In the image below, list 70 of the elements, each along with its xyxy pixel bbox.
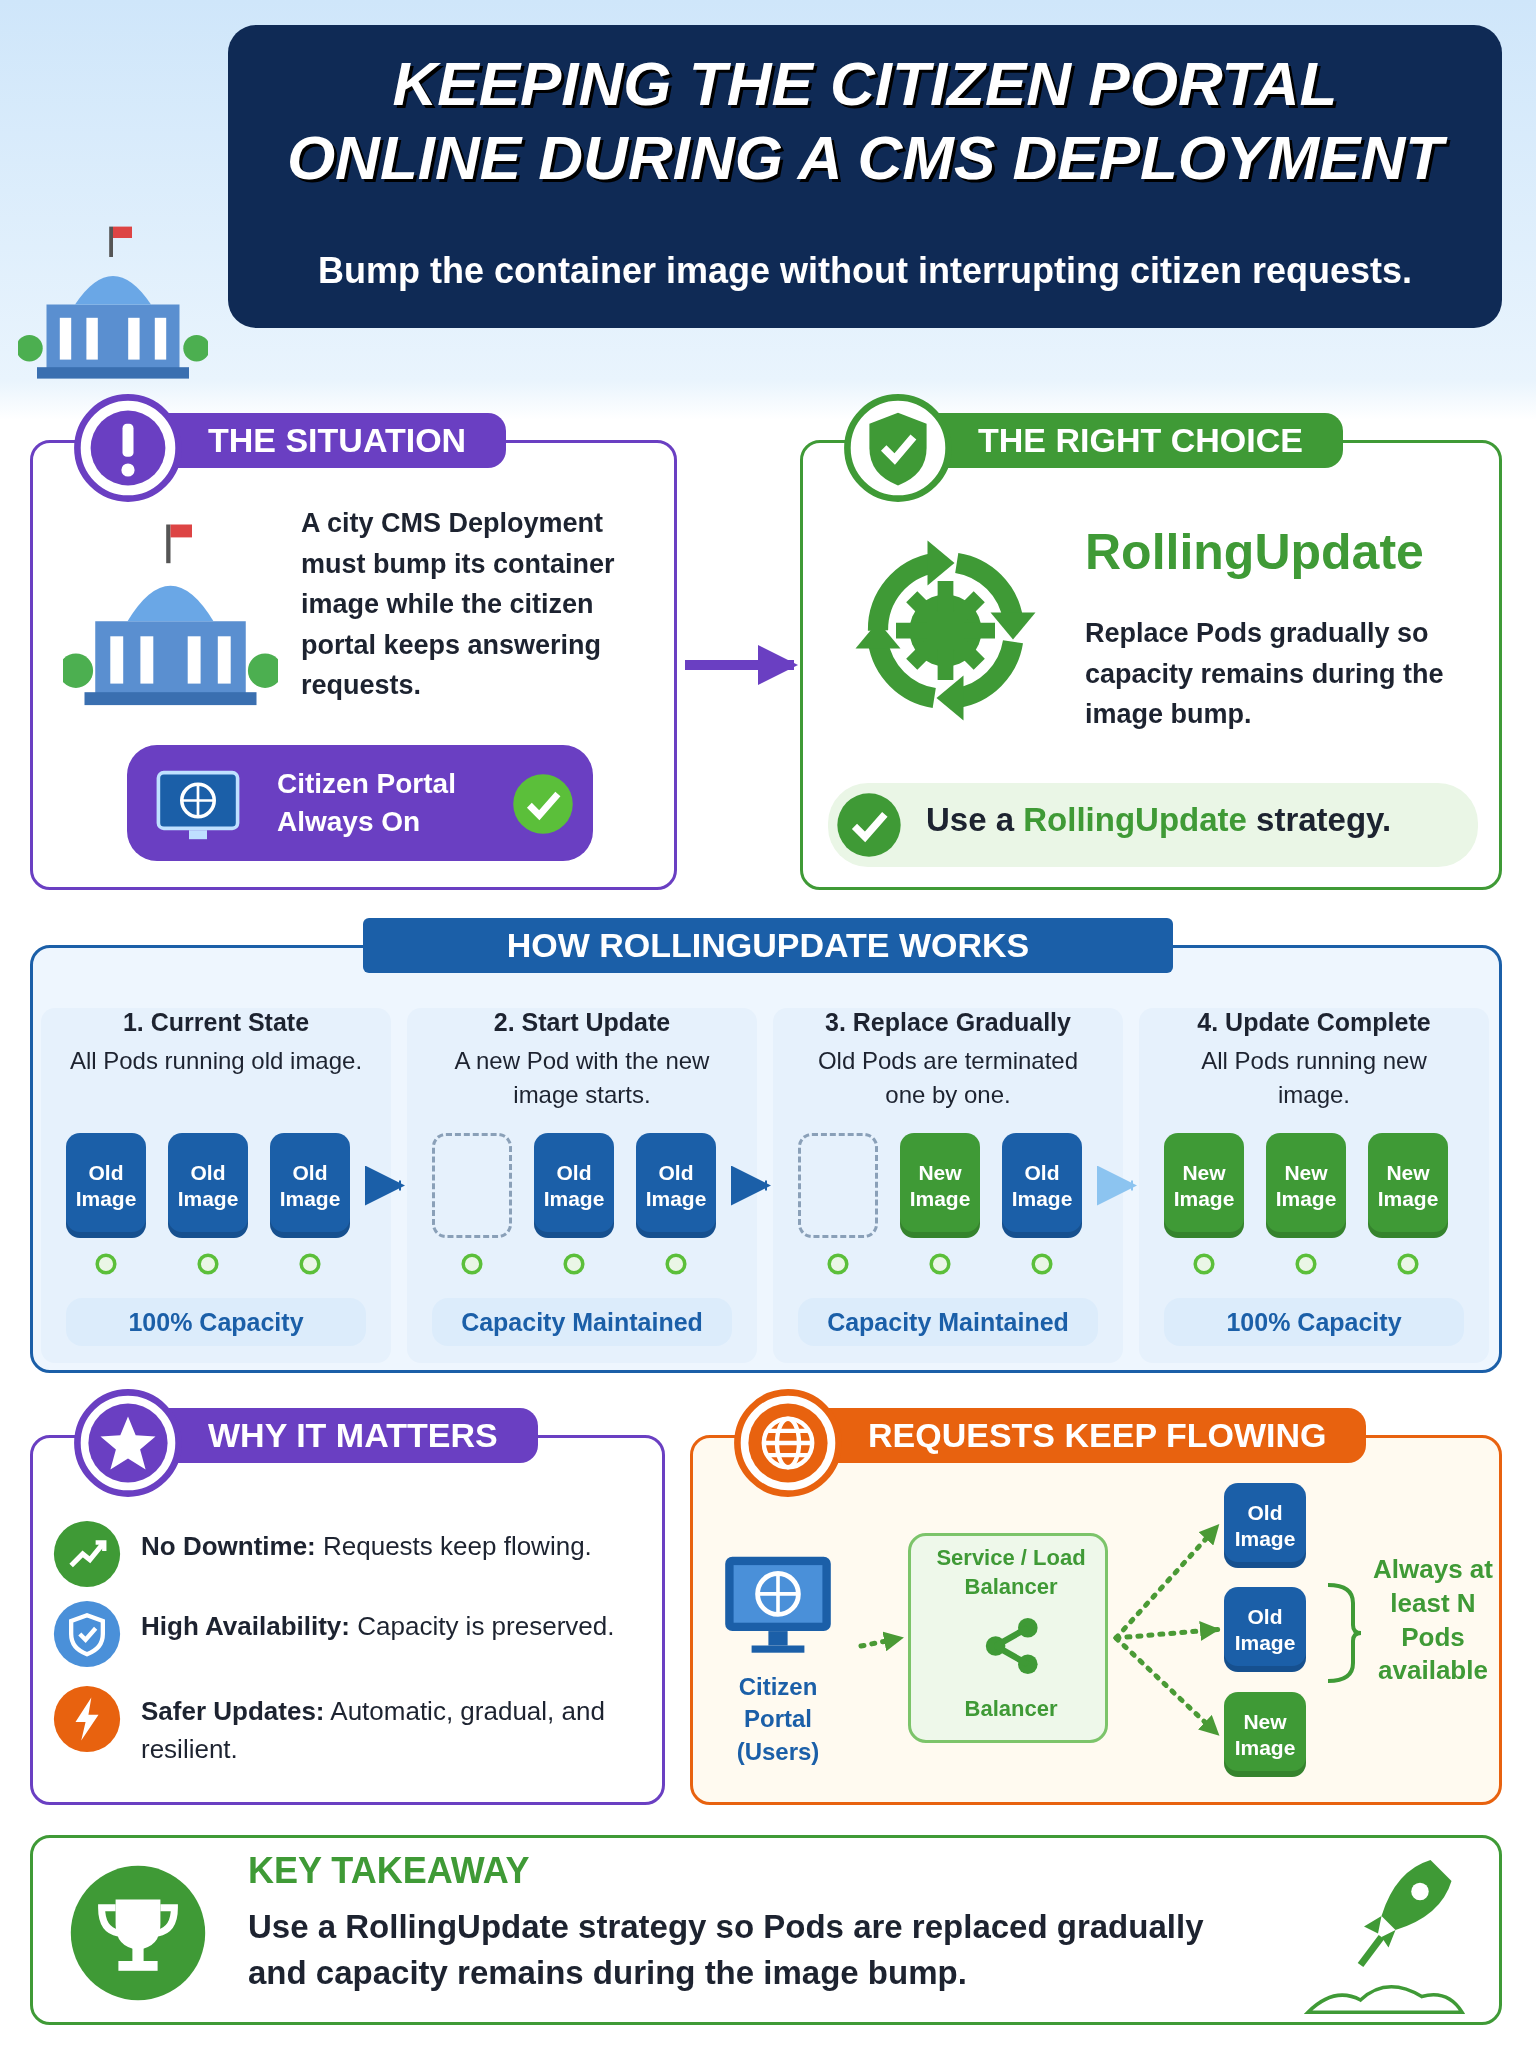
load-balancer-label: Balancer [963,1696,1059,1722]
pod-label: Old Image [176,1160,240,1211]
takeaway-panel [30,1835,1502,2025]
pod-label: New Image [908,1160,972,1211]
takeaway-text: Use a RollingUpdate strategy so Pods are replaced gradually and capacity remains during the image bump. [248,1907,1205,1994]
status-pill [127,745,593,861]
arrow [1113,1635,1221,1737]
subtitle: Bump the container image without interrupting citizen requests. [316,250,1414,292]
step-description: All Pods running new image. [1200,1046,1428,1110]
pod-label: Old Image [542,1160,606,1211]
capacity-label: 100% Capacity [1226,1307,1402,1337]
description-text: Replace Pods gradually so capacity remains during the image bump. [1085,617,1445,731]
pod-label: New Image [1376,1160,1440,1211]
arrow [1097,1165,1137,1206]
pod-block [1266,1133,1346,1238]
step-heading: 3. Replace Gradually [824,1008,1072,1037]
pod-block [900,1133,980,1238]
heading-text: KEY TAKEAWAY [248,1850,530,1892]
status-text: Citizen Portal Always On [277,767,457,839]
capacity-label: Capacity Maintained [461,1307,703,1337]
step-column [1139,1008,1489,1363]
step-column [407,1008,757,1363]
pod-block [534,1133,614,1238]
pod-label: Old Image [1233,1604,1297,1655]
portal-label: Citizen Portal (Users) [735,1672,821,1767]
step-column [41,1008,391,1363]
step-column [773,1008,1123,1363]
empty-pod-slot [432,1133,512,1238]
pod-block [636,1133,716,1238]
heading-text: RollingUpdate [1085,523,1425,581]
pod-block [1164,1133,1244,1238]
step-description: Old Pods are terminated one by one. [816,1046,1080,1110]
arrow [858,1631,905,1652]
benefit-text: High Availability: Capacity is preserved. [141,1610,616,1643]
load-balancer-box [908,1533,1108,1743]
pod-label: Old Image [1233,1500,1297,1551]
pod-label: Old Image [644,1160,708,1211]
pod-label: New Image [1274,1160,1338,1211]
step-heading: 1. Current State [121,1008,311,1037]
pod-block [1224,1483,1306,1568]
arrow [685,645,798,685]
pod-label: Old Image [1010,1160,1074,1211]
pod-block [1224,1692,1306,1777]
arrow [365,1165,405,1206]
pod-block [1368,1133,1448,1238]
empty-pod-slot [798,1133,878,1238]
pod-label: Old Image [278,1160,342,1211]
pod-block [1224,1587,1306,1672]
benefit-text: No Downtime: Requests keep flowing. [141,1530,593,1563]
pod-block [1002,1133,1082,1238]
capacity-label: 100% Capacity [128,1307,304,1337]
pod-label: New Image [1233,1709,1297,1760]
load-balancer-title: Service / Load Balancer [935,1544,1087,1601]
arrow [731,1165,771,1206]
step-heading: 4. Update Complete [1196,1008,1432,1037]
step-description: A new Pod with the new image starts. [453,1046,711,1110]
step-description: All Pods running old image. [68,1046,364,1076]
pod-block [66,1133,146,1238]
section-heading: HOW ROLLINGUPDATE WORKS [363,918,1173,973]
recommendation-text: Use a RollingUpdate strategy. [926,801,1393,839]
pod-block [270,1133,350,1238]
description-text: A city CMS Deployment must bump its container image while the citizen portal keeps answering requests. [301,507,616,702]
pod-block [168,1133,248,1238]
pod-label: New Image [1172,1160,1236,1211]
note-text: Always at least N Pods available [1373,1553,1493,1688]
pod-label: Old Image [74,1160,138,1211]
title: KEEPING THE CITIZEN PORTAL ONLINE DURING A CMS DEPLOYMENT [268,47,1462,196]
step-heading: 2. Start Update [492,1008,672,1037]
benefit-text: Safer Updates: Automatic, gradual, and resilient. [141,1695,606,1766]
capacity-label: Capacity Maintained [827,1307,1069,1337]
